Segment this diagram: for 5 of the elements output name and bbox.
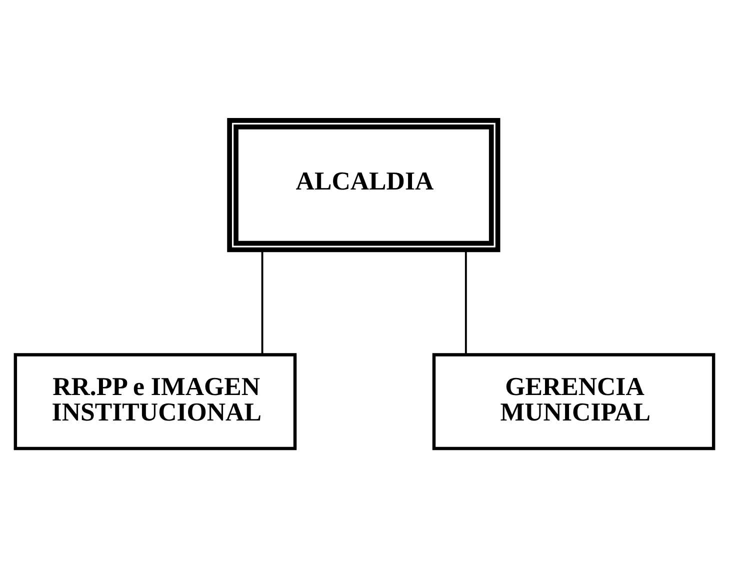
node-box: GERENCIA MUNICIPAL [432,353,716,450]
connector [464,250,467,355]
node-box: ALCALDIA [227,118,500,252]
node-box: RR.PP e IMAGEN INSTITUCIONAL [14,353,297,450]
connector [261,250,264,355]
